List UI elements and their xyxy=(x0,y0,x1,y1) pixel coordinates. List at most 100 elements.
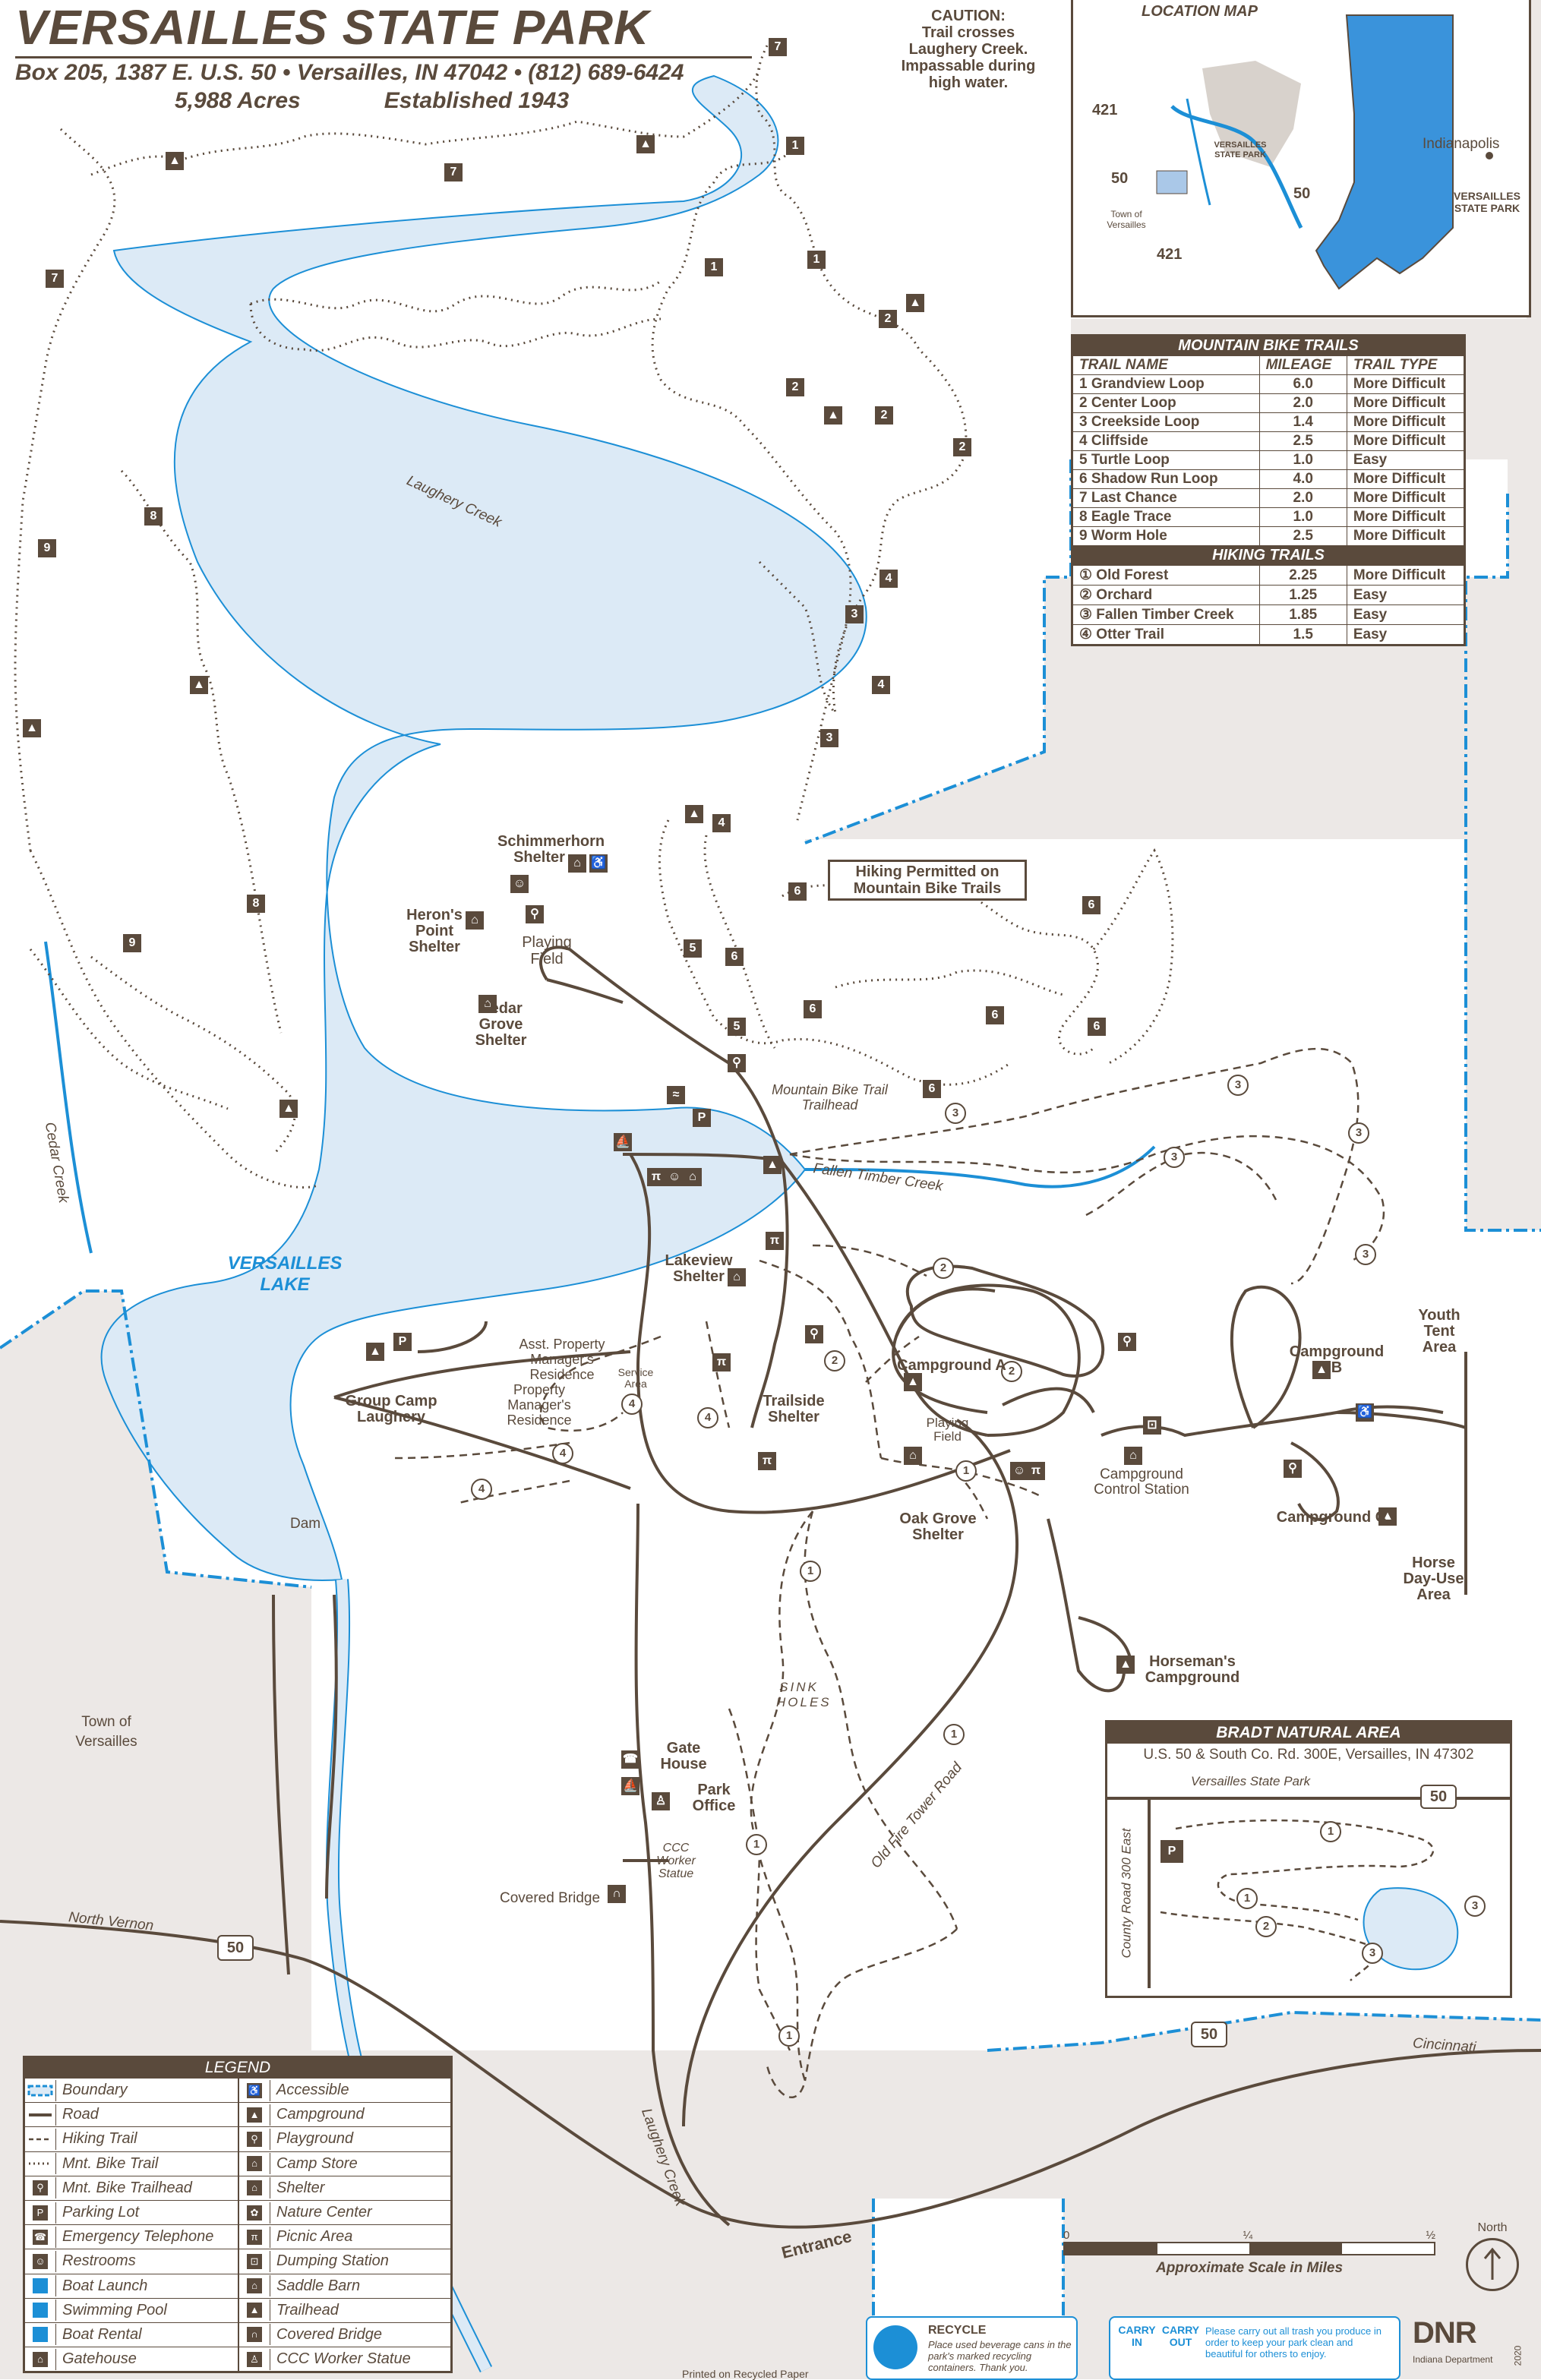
legend-label: Hiking Trail xyxy=(62,2130,137,2148)
mtb-marker-8: 8 xyxy=(144,507,163,526)
label-campground-control-station: Campground Control Station xyxy=(1094,1466,1189,1498)
mtb-marker-9: 9 xyxy=(38,539,56,557)
trailhead-icon: ▲ xyxy=(685,805,703,823)
recycle-icon xyxy=(873,2325,917,2369)
carry-in-carry-out-note: CARRY IN CARRY OUT Please carry out all … xyxy=(1109,2316,1400,2380)
us-50-shield: 50 xyxy=(217,1935,254,1961)
label-manager-residence: Property Manager's Residence xyxy=(507,1382,572,1428)
legend-label: Parking Lot xyxy=(62,2204,140,2221)
boat-launch-icon xyxy=(33,2278,48,2294)
shelter-icon: ⌂ xyxy=(478,995,497,1013)
mtb-marker-5: 5 xyxy=(684,939,702,958)
trail-type: More Difficult xyxy=(1346,393,1465,413)
legend-item: ⌂Shelter xyxy=(239,2175,450,2200)
trail-type: More Difficult xyxy=(1346,431,1465,451)
trail-type: Easy xyxy=(1346,450,1465,470)
label-campground-a: Campground A xyxy=(897,1357,1006,1374)
trail-type: More Difficult xyxy=(1346,507,1465,527)
playground-icon: ⚲ xyxy=(247,2131,262,2147)
picnic-area-icon: π xyxy=(647,1168,665,1186)
hike-marker-1: 1 xyxy=(1320,1821,1341,1842)
label-lakeview-shelter: Lakeview Shelter xyxy=(665,1252,733,1285)
campground-icon: ▲ xyxy=(247,2107,262,2123)
legend-label: Saddle Barn xyxy=(276,2277,361,2294)
shelter-icon: ⌂ xyxy=(568,854,586,873)
boat-launch-icon: ⛵ xyxy=(614,1133,632,1151)
mtb-marker-6: 6 xyxy=(1082,896,1100,914)
playground-icon: ⚲ xyxy=(1284,1460,1302,1478)
dumping-station-icon: ⊡ xyxy=(247,2253,262,2269)
label-dam: Dam xyxy=(290,1516,321,1532)
scale-tick: ¼ xyxy=(1243,2229,1253,2242)
legend-item: ⚲Playground xyxy=(239,2126,450,2151)
legend-label: Campground xyxy=(276,2106,365,2123)
parking-icon: P xyxy=(33,2205,48,2221)
dnr-logo: DNR xyxy=(1413,2316,1477,2350)
parking-icon: P xyxy=(393,1333,412,1351)
trail-name: 5 Turtle Loop xyxy=(1072,450,1260,470)
hike-marker-2: 2 xyxy=(824,1350,845,1371)
campground-icon: ▲ xyxy=(904,1373,922,1391)
dumping-station-icon: ⊡ xyxy=(1143,1416,1161,1435)
trail-type: More Difficult xyxy=(1346,526,1465,546)
legend-label: Mnt. Bike Trail xyxy=(62,2154,159,2172)
caution-line: Laughery Creek. xyxy=(908,41,1028,58)
hike-marker-4: 4 xyxy=(621,1394,643,1415)
roads xyxy=(0,945,1541,2229)
restrooms-icon: ☺ xyxy=(510,875,529,893)
ccc-worker-statue-icon: ♙ xyxy=(247,2351,262,2367)
trail-name: 1 Grandview Loop xyxy=(1072,374,1260,394)
bradt-title: BRADT NATURAL AREA xyxy=(1107,1722,1510,1744)
hike-marker-1: 1 xyxy=(943,1724,965,1745)
swimming-pool-icon: ≈ xyxy=(667,1086,685,1104)
legend-label: Dumping Station xyxy=(276,2252,389,2270)
legend-item: ☺Restrooms xyxy=(25,2249,238,2273)
trail-name: 8 Eagle Trace xyxy=(1072,507,1260,527)
camp-store-icon: ⌂ xyxy=(247,2156,262,2172)
mtb-marker-8: 8 xyxy=(247,895,265,913)
caution-line: Trail crosses xyxy=(921,24,1015,41)
trail-mileage: 1.5 xyxy=(1258,624,1347,646)
mtb-marker-3: 3 xyxy=(820,729,838,747)
label-service-area: Service Area xyxy=(617,1366,654,1390)
trail-mileage: 1.0 xyxy=(1258,450,1347,470)
trail-mileage: 1.4 xyxy=(1258,412,1347,432)
scale-bar: 0 ¼ ½ Approximate Scale in Miles xyxy=(1063,2229,1435,2277)
caution-line: high water. xyxy=(928,74,1009,91)
us-50-shield: 50 xyxy=(1191,2022,1227,2047)
trail-name: 9 Worm Hole xyxy=(1072,526,1260,546)
legend-item: Mnt. Bike Trail xyxy=(25,2151,238,2176)
legend-label: Boat Launch xyxy=(62,2277,148,2294)
hike-marker-4: 4 xyxy=(552,1443,573,1464)
label-gate-house: Gate House xyxy=(660,1740,707,1772)
trail-type: More Difficult xyxy=(1346,565,1465,586)
trail-mileage: 2.5 xyxy=(1258,526,1347,546)
label-ccc-worker-statue: CCC Worker Statue xyxy=(656,1842,696,1880)
location-indianapolis: Indianapolis xyxy=(1423,136,1500,152)
mtb-marker-1: 1 xyxy=(786,137,804,155)
trail-type: Easy xyxy=(1346,624,1465,646)
hike-marker-3: 3 xyxy=(1227,1075,1249,1096)
bradt-address: U.S. 50 & South Co. Rd. 300E, Versailles… xyxy=(1143,1747,1474,1763)
mtb-marker-6: 6 xyxy=(923,1080,941,1098)
location-map: LOCATION MAP Indianapolis VERSAILLES STA… xyxy=(1071,0,1531,317)
mtb-marker-6: 6 xyxy=(804,1000,822,1018)
legend-item: ⌂Gatehouse xyxy=(25,2347,238,2371)
label-oak-grove-shelter: Oak Grove Shelter xyxy=(899,1510,977,1543)
trail-type: More Difficult xyxy=(1346,488,1465,508)
trail-mileage: 2.0 xyxy=(1258,488,1347,508)
legend-item: Road xyxy=(25,2102,238,2126)
trail-mileage: 2.5 xyxy=(1258,431,1347,451)
hiking-table-title: HIKING TRAILS xyxy=(1072,545,1465,566)
trail-type: More Difficult xyxy=(1346,374,1465,394)
legend-title: LEGEND xyxy=(25,2058,450,2078)
picnic-area-icon: π xyxy=(766,1232,784,1250)
legend-item: ♿Accessible xyxy=(239,2078,450,2102)
trailhead-icon: ▲ xyxy=(763,1156,782,1174)
